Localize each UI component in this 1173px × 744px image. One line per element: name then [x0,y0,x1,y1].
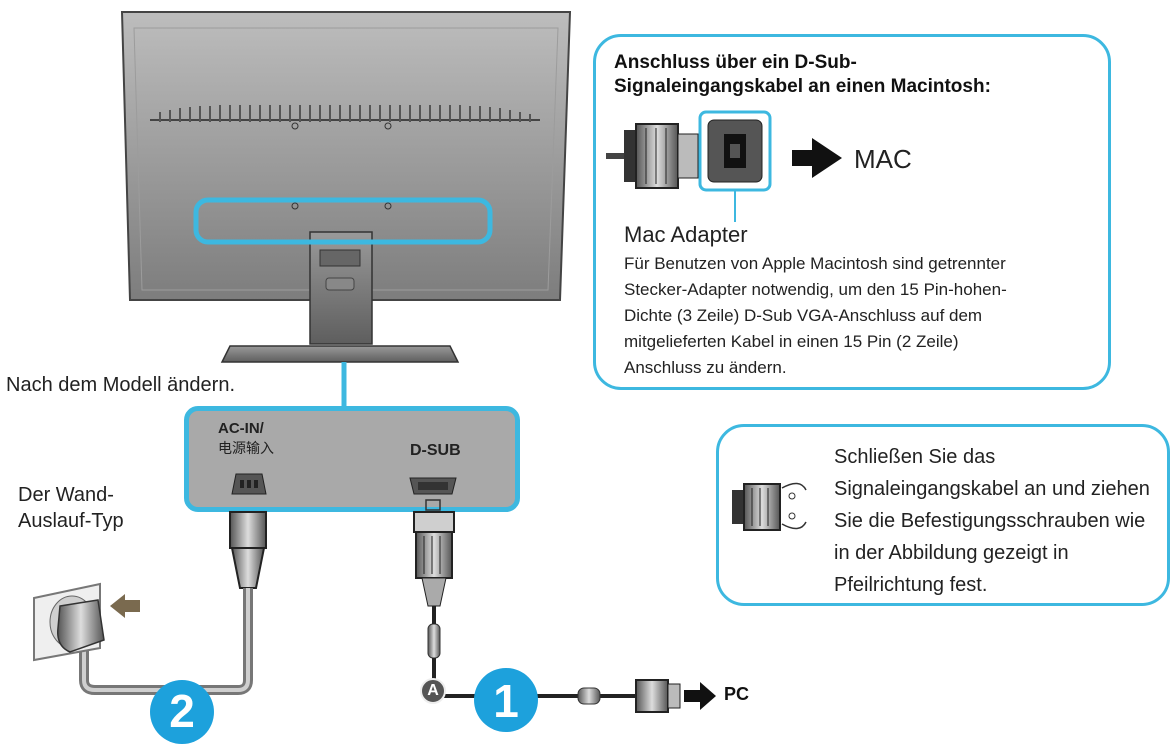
mac-desc-5: Anschluss zu ändern. [624,358,787,377]
screw-text-5: Pfeilrichtung fest. [834,574,988,596]
wall-outlet-label-2: Auslauf-Typ [18,510,124,532]
monitor-rear-illustration [120,11,572,406]
wall-outlet-label-1: Der Wand- [18,484,114,506]
step-1-label: 1 [493,675,519,727]
mac-adapter-box [593,34,1111,390]
mac-desc-2: Stecker-Adapter notwendig, um den 15 Pin… [624,280,1007,299]
mac-adapter-label: Mac Adapter [624,222,748,247]
mac-desc-3: Dichte (3 Zeile) D-Sub VGA-Anschluss auf… [624,306,983,325]
mac-label: MAC [854,144,912,174]
mac-adapter-illustration [606,110,842,222]
marker-a [420,678,446,704]
screw-text-1: Schließen Sie das [834,446,996,468]
panel-ports [231,473,457,511]
marker-a-label: A [427,682,439,699]
pc-label: PC [724,684,750,704]
dsub-label: D-SUB [410,442,461,459]
mac-desc-1: Für Benutzen von Apple Macintosh sind ge… [624,254,1006,273]
ac-in-label-cn: 电源输入 [218,440,274,456]
screw-text-2: Signaleingangskabel an und ziehen [834,478,1150,500]
mac-desc-4: mitgelieferten Kabel in einen 15 Pin (2 … [624,332,959,351]
screw-text-3: Sie die Befestigungsschrauben wie [834,510,1146,532]
model-note: Nach dem Modell ändern. [6,374,236,396]
screw-connector-icon [732,482,807,531]
step-1-badge [474,668,538,732]
ac-in-label: AC-IN/ [218,420,264,437]
mac-box-title-2: Signaleingangskabel an einen Macintosh: [614,76,991,97]
screw-text-4: in der Abbildung gezeigt in [834,542,1069,564]
mac-box-title-1: Anschluss über ein D-Sub- [614,52,857,73]
screw-instruction-box [716,424,1170,606]
